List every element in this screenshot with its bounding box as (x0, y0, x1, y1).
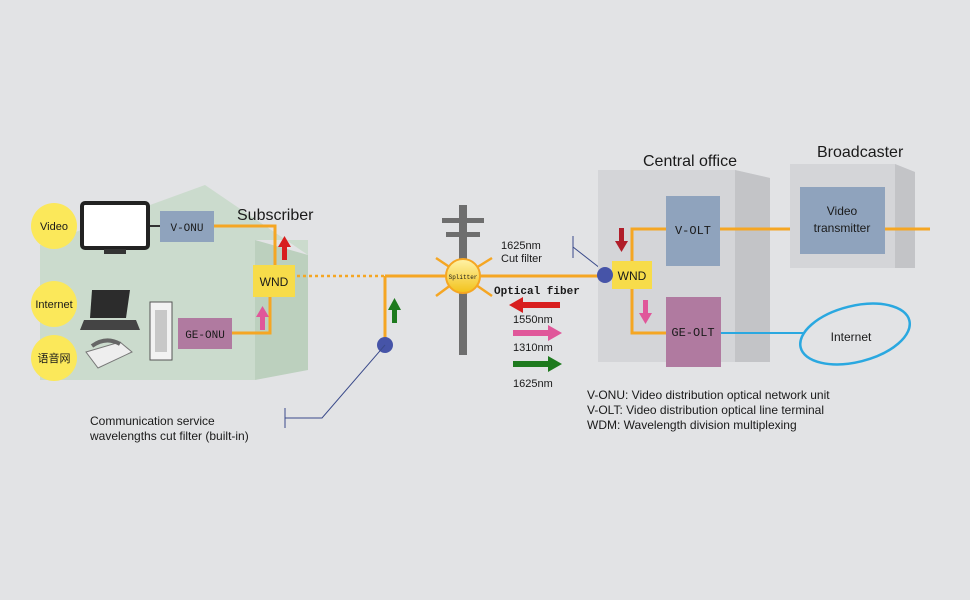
central-office-title: Central office (643, 153, 737, 170)
wavelength-arrow-1310: 1310nm (513, 325, 562, 354)
geonu-box: GE-ONU (178, 318, 232, 349)
co-pink-down-arrow (639, 300, 652, 324)
co-red-down-arrow (615, 228, 628, 252)
service-label-internet: Internet (35, 299, 72, 311)
volt-label: V-OLT (675, 224, 711, 238)
cut-filter-junction-right (597, 267, 613, 283)
service-label-video: Video (40, 221, 68, 233)
subscriber-wnd-box: WND (253, 265, 295, 297)
co-wnd-label: WND (618, 269, 647, 283)
subscriber-wnd-label: WND (260, 275, 289, 289)
cut-filter-label-line1: 1625nm (501, 240, 541, 252)
callout-text-line2: wavelengths cut filter (built-in) (89, 429, 249, 443)
callout-line (285, 344, 386, 419)
laptop-icon (80, 290, 140, 330)
wavelength-arrow-1550: 1550nm (509, 297, 560, 326)
subscriber-pink-up-arrow (256, 306, 269, 330)
legend-line-wdm: WDM: Wavelength division multiplexing (587, 418, 797, 432)
video-transmitter-line2: transmitter (814, 221, 871, 235)
splitter: Splitter (445, 258, 481, 294)
subscriber-title: Subscriber (237, 207, 314, 224)
subscriber-fiber-lines (214, 224, 277, 335)
callout-text-line1: Communication service (90, 414, 215, 428)
wavelength-label-1550: 1550nm (513, 314, 553, 326)
service-circle-internet: Internet (31, 281, 77, 327)
wavelength-label-1625: 1625nm (513, 378, 553, 390)
service-circle-video: Video (31, 203, 77, 249)
telephone-icon (85, 338, 133, 369)
internet-cloud (798, 302, 912, 366)
geolt-label: GE-OLT (671, 326, 714, 340)
geonu-label: GE-ONU (185, 330, 225, 342)
volt-box: V-OLT (666, 196, 720, 266)
service-label-voice: 语音网 (38, 351, 71, 365)
geolt-box: GE-OLT (666, 297, 721, 367)
tv-monitor-icon (80, 201, 150, 254)
splitter-label: Splitter (449, 274, 478, 281)
optical-fiber-label: Optical fiber (494, 286, 580, 298)
pc-tower-icon (149, 301, 173, 361)
green-up-arrow (388, 298, 401, 323)
co-wnd-box: WND (612, 261, 652, 289)
video-transmitter-line1: Video (827, 204, 858, 218)
legend-line-vonu: V-ONU: Video distribution optical networ… (587, 388, 830, 402)
wavelength-arrow-1625: 1625nm (513, 356, 562, 390)
subscriber-red-up-arrow (278, 236, 291, 260)
wavelength-label-1310: 1310nm (513, 342, 553, 354)
cut-filter-label-line2: Cut filter (501, 253, 542, 265)
video-transmitter-box: Video transmitter (800, 187, 885, 254)
vonu-label: V-ONU (170, 223, 203, 235)
service-circle-voice: 语音网 (31, 335, 77, 381)
broadcaster-title: Broadcaster (817, 144, 904, 161)
vonu-box: V-ONU (160, 211, 214, 242)
legend-line-volt: V-OLT: Video distribution optical line t… (587, 403, 824, 417)
internet-cloud-label: Internet (831, 330, 872, 344)
co-fiber-lines (630, 227, 790, 335)
